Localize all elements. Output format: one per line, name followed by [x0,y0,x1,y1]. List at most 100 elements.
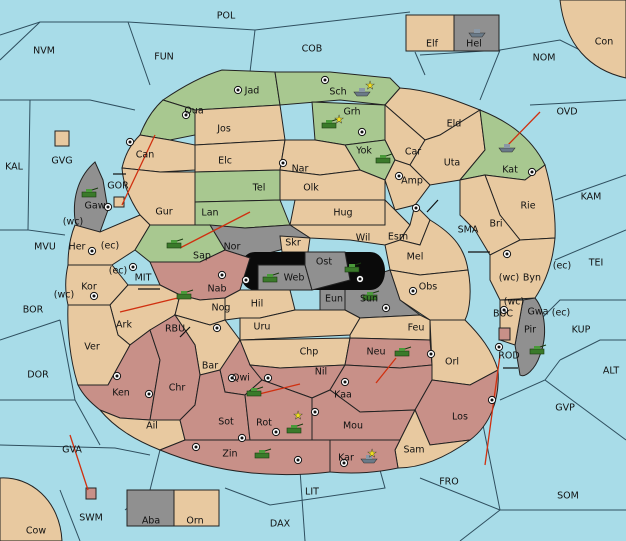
supply-center-icon [112,371,122,381]
double-arrow [179,326,191,338]
sea-label-mvu: MVU [34,242,56,253]
sea-border [0,11,411,36]
territory-gor[interactable] [113,196,125,208]
supply-center-icon [310,407,320,417]
sea-border [554,229,626,261]
sea-label-fun: FUN [154,52,174,63]
supply-center-icon [89,291,99,301]
territory-label-kar: Kar [338,453,354,464]
sea-label-tei: TEI [588,258,604,269]
supply-center-icon [87,246,97,256]
supply-center-icon [408,286,418,296]
order-arrow [121,134,156,206]
supply-center-icon [103,202,113,212]
sea-border [539,299,626,321]
army-unit-icon[interactable] [286,423,304,434]
sea-label-bor: BOR [23,305,44,316]
territory-ail[interactable] [99,409,186,451]
fleet-unit-icon[interactable] [353,88,371,97]
territory-ost[interactable] [304,251,351,291]
supply-center-icon [125,137,135,147]
territory-label-gur: Gur [155,207,172,218]
territory-label-ail: Ail [146,421,158,432]
territory-label-bri: Bri [489,219,502,230]
territory-label-chr: Chr [169,383,186,394]
territory-label-can: Can [136,150,154,161]
territory-neu[interactable] [344,337,433,369]
supply-center-icon [394,171,404,181]
territory-label-los: Los [452,412,468,423]
territory-jad[interactable] [161,69,281,111]
sea-border [299,469,306,541]
fleet-unit-icon[interactable] [468,29,486,38]
order-arrow [484,354,501,466]
territory-label-hel: Hel [466,39,482,50]
territory-label-olk: Olk [303,183,319,194]
supply-center-icon [381,303,391,313]
army-unit-icon[interactable] [362,290,380,301]
sea-border [499,359,561,401]
double-arrow [426,199,439,213]
territory-gur[interactable] [121,167,196,226]
territory-label-sun: Sun [360,294,378,305]
sea-label-rod: ROD [498,351,519,362]
star-icon: ★ [293,409,303,422]
army-unit-icon[interactable] [254,448,272,459]
territory-label-feu: Feu [408,323,425,334]
supply-center-icon [128,262,138,272]
territory-ver[interactable] [67,304,131,386]
army-unit-icon[interactable] [375,153,393,164]
territory-elf[interactable] [405,14,455,52]
territory-label-jad: Jad [244,86,260,97]
army-unit-icon[interactable] [529,344,547,355]
territory-elc[interactable] [194,139,286,173]
territory-qua[interactable] [139,99,196,141]
supply-center-icon [293,455,303,465]
territory-aba[interactable] [126,489,175,527]
sea-border [414,51,426,76]
sea-label-gva: GVA [62,445,82,456]
army-unit-icon[interactable] [166,238,184,249]
territory-con[interactable] [559,0,626,79]
territory-zin[interactable] [158,439,331,476]
territory-olk[interactable] [279,169,386,201]
supply-center-icon [278,158,288,168]
territory-label-car: Car [405,147,421,158]
coast-tag-byn-wc: (wc) [499,273,519,284]
territory-label-con: Con [595,37,613,48]
fleet-unit-icon[interactable] [498,144,516,153]
territory-label-eld: Eld [447,119,462,130]
territory-label-eun: Eun [325,294,343,305]
army-unit-icon[interactable] [344,262,362,273]
army-unit-icon[interactable] [81,187,99,198]
army-unit-icon[interactable] [321,118,339,129]
fleet-unit-icon[interactable] [360,455,378,464]
territory-label-sam: Sam [403,445,424,456]
territory-wil[interactable] [288,198,411,246]
territory-orn[interactable] [173,489,220,527]
territory-tel[interactable] [194,169,281,203]
army-unit-icon[interactable] [176,289,194,300]
territory-label-bar: Bar [202,361,218,372]
army-unit-icon[interactable] [246,386,264,397]
supply-center-icon [357,127,367,137]
territory-label-grh: Grh [343,107,360,118]
double-arrows [113,173,518,369]
territory-chp[interactable] [239,337,351,369]
supply-center-icon [263,373,273,383]
territory-jos[interactable] [194,104,286,146]
territory-rod[interactable] [498,327,511,341]
territory-pir[interactable] [514,297,546,377]
supply-center-icon [181,110,191,120]
sea-border [529,99,626,106]
territory-swm[interactable] [85,487,97,500]
army-unit-icon[interactable] [394,346,412,357]
territory-gvg[interactable] [54,130,70,147]
supply-center-icon [144,389,154,399]
territory-label-wil: Wil [356,233,370,244]
territory-label-aba: Aba [142,516,160,527]
army-unit-icon[interactable] [262,272,280,283]
territory-label-swm: SWM [79,513,103,524]
sea-label-kam: KAM [581,192,602,203]
sea-label-som: SOM [557,491,579,502]
